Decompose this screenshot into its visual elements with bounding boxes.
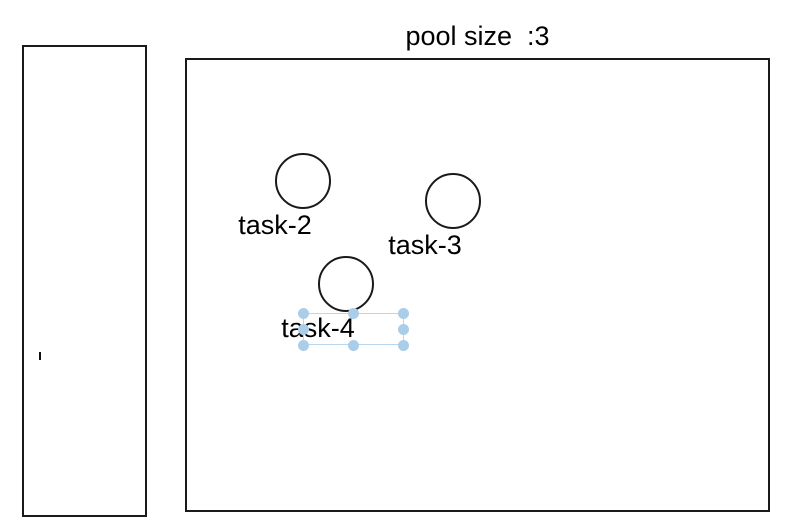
selection-handle-top-right[interactable] — [398, 308, 409, 319]
task-circle-icon[interactable] — [425, 173, 481, 229]
selection-handle-top-center[interactable] — [348, 308, 359, 319]
task-label[interactable]: task-3 — [388, 230, 462, 260]
pool-canvas[interactable] — [185, 58, 770, 512]
side-panel[interactable] — [22, 45, 147, 517]
task-label[interactable]: task-2 — [238, 210, 312, 240]
selection-handle-bottom-center[interactable] — [348, 340, 359, 351]
task-circle-icon[interactable] — [275, 153, 331, 209]
task-label-selected[interactable]: task-4 — [281, 313, 355, 343]
selection-handle-bottom-right[interactable] — [398, 340, 409, 351]
selection-handle-top-left[interactable] — [298, 308, 309, 319]
page-title: pool size :3 — [405, 21, 550, 51]
task-circle-icon[interactable] — [318, 256, 374, 312]
selection-handle-middle-right[interactable] — [398, 324, 409, 335]
text-caret — [39, 352, 41, 360]
selection-handle-bottom-left[interactable] — [298, 340, 309, 351]
selection-handle-middle-left[interactable] — [298, 324, 309, 335]
